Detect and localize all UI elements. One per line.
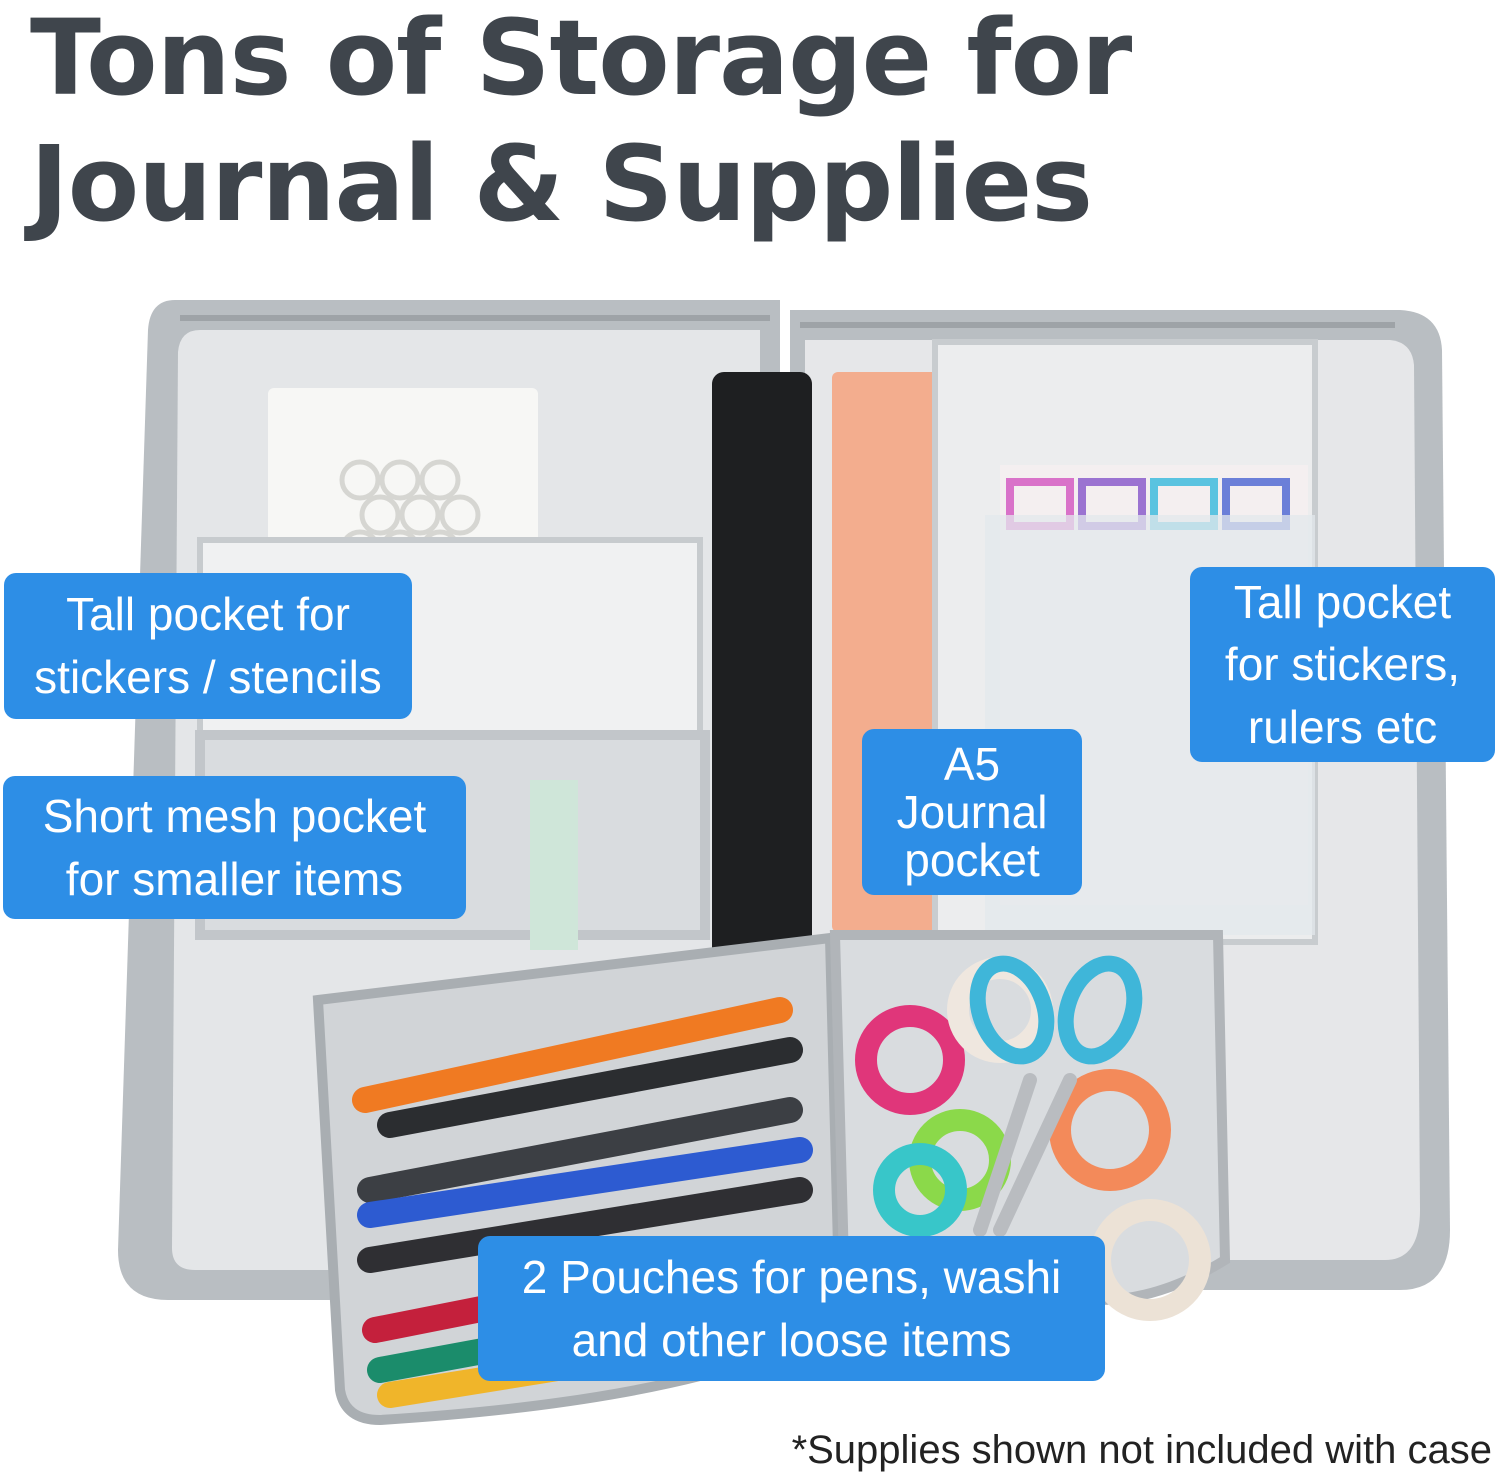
callout-a5-journal-pocket: A5 Journal pocket	[862, 729, 1082, 895]
callout-tall-pocket-right: Tall pocket for stickers, rulers etc	[1190, 567, 1495, 762]
callout-pouches-text: 2 Pouches for pens, washi and other loos…	[521, 1250, 1062, 1366]
callout-tall-pocket-left: Tall pocket for stickers / stencils	[4, 573, 412, 719]
callout-short-mesh-pocket: Short mesh pocket for smaller items	[3, 776, 466, 919]
supplies-disclaimer: *Supplies shown not included with case	[791, 1428, 1492, 1472]
callout-a5-journal-pocket-text: A5 Journal pocket	[896, 737, 1048, 887]
sticky-tabs	[530, 780, 578, 950]
callout-pouches: 2 Pouches for pens, washi and other loos…	[478, 1236, 1105, 1381]
headline-line-1: Tons of Storage for	[30, 0, 1132, 119]
callout-tall-pocket-left-text: Tall pocket for stickers / stencils	[34, 588, 382, 703]
headline-line-2: Journal & Supplies	[30, 123, 1093, 245]
callout-short-mesh-pocket-text: Short mesh pocket for smaller items	[42, 789, 427, 905]
callout-tall-pocket-right-text: Tall pocket for stickers, rulers etc	[1224, 575, 1461, 753]
